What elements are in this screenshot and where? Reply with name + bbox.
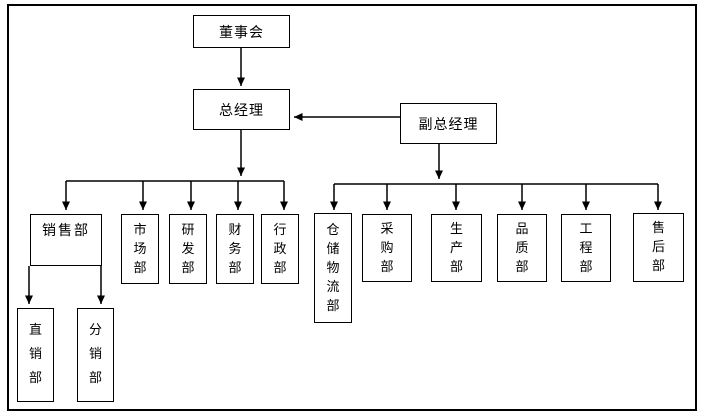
node-finance-dept-label: 财务部 [228, 222, 242, 276]
node-quality-dept: 品质部 [497, 214, 547, 282]
node-production-dept-label: 生产部 [449, 221, 463, 275]
node-engineering-dept: 工程部 [561, 214, 611, 282]
node-direct-sales-dept-label: 直销部 [28, 323, 42, 386]
node-engineering-dept-label: 工程部 [579, 221, 593, 275]
node-production-dept: 生产部 [431, 214, 482, 282]
node-purchasing-dept-label: 采购部 [380, 221, 394, 275]
node-rd-dept: 研发部 [169, 214, 207, 284]
node-sales-dept: 销售部 [30, 214, 102, 266]
node-purchasing-dept: 采购部 [362, 214, 412, 282]
node-admin-dept-label: 行政部 [273, 222, 287, 276]
node-board-label: 董事会 [219, 24, 264, 41]
node-aftersales-dept: 售后部 [633, 213, 684, 282]
node-sales-dept-label: 销售部 [42, 223, 90, 239]
node-rd-dept-label: 研发部 [181, 222, 195, 276]
node-board: 董事会 [193, 15, 290, 48]
node-warehouse-logistics-dept: 仓储物流部 [314, 213, 352, 323]
node-admin-dept: 行政部 [261, 214, 299, 284]
node-warehouse-logistics-dept-label: 仓储物流部 [326, 222, 340, 314]
node-deputy-general-manager: 副总经理 [400, 103, 497, 144]
node-aftersales-dept-label: 售后部 [651, 221, 665, 274]
node-finance-dept: 财务部 [216, 214, 254, 284]
node-deputy-general-manager-label: 副总经理 [418, 116, 479, 133]
node-direct-sales-dept: 直销部 [17, 308, 54, 402]
node-distribution-dept-label: 分销部 [88, 323, 102, 386]
node-general-manager-label: 总经理 [219, 102, 264, 119]
node-distribution-dept: 分销部 [77, 308, 114, 402]
node-marketing-dept-label: 市场部 [133, 222, 147, 276]
node-quality-dept-label: 品质部 [515, 221, 529, 275]
node-marketing-dept: 市场部 [121, 214, 159, 284]
node-general-manager: 总经理 [193, 89, 290, 130]
